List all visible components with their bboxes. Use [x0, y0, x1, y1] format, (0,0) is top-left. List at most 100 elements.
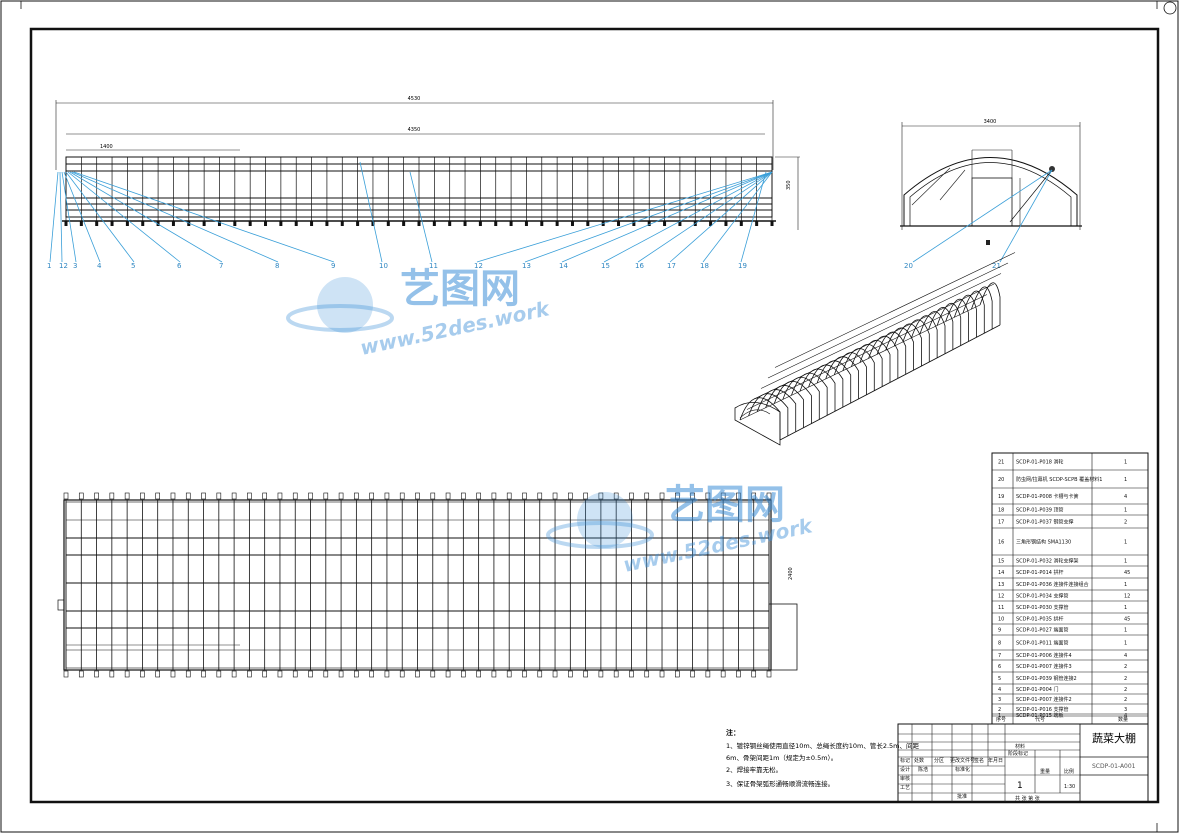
bom-code: SCDP-01-P007 连接件2	[1016, 696, 1072, 703]
callout-13: 13	[522, 262, 531, 270]
bom-code: SCDP-01-P030 支撑管	[1016, 604, 1069, 611]
tb-design: 设计	[900, 766, 910, 773]
plan-view: 2400	[57, 492, 798, 678]
dim-overall: 4530	[408, 96, 421, 102]
bom-code: SCDP-01-P037 钢管支撑	[1016, 519, 1074, 526]
isometric-view	[734, 252, 1016, 446]
bom-code: SCDP-01-P015 端板	[1016, 712, 1064, 719]
callout-4: 4	[97, 262, 102, 270]
bom-no: 3	[998, 697, 1001, 703]
watermark-brand-2: 艺图网	[665, 482, 785, 528]
bom-qty: 3	[1124, 707, 1127, 713]
bom-code: SCDP-01-P035 拱杆	[1016, 616, 1064, 623]
callout-12: 12	[474, 262, 483, 270]
bom-qty: 2	[1124, 664, 1127, 670]
bom-no: 4	[998, 687, 1001, 693]
bom-no: 1	[998, 713, 1001, 719]
tb-row-mark: 标记	[900, 757, 910, 764]
bom-code: SCDP-01-P034 支撑管	[1016, 593, 1069, 600]
drawing-code: SCDP-01-A001	[1092, 763, 1136, 770]
bom-code: SCDP-01-P004 门	[1016, 686, 1059, 693]
bom-code: SCDP-01-P036 连接件连接组合	[1016, 581, 1089, 588]
callout-16: 16	[635, 262, 644, 270]
bom-no: 15	[998, 559, 1004, 565]
bom-no: 20	[998, 477, 1004, 483]
sheet-border-inner	[29, 27, 1160, 804]
bom-no: 21	[998, 460, 1004, 466]
tb-row-sign: 签名	[974, 757, 984, 764]
notes: 注： 1、镀锌钢丝绳使用直径10m、总绳长度约10m、管长2.5m、间距 6m、…	[726, 728, 920, 788]
bom-qty: 2	[1124, 520, 1127, 526]
tb-row-date: 年月日	[988, 757, 1003, 764]
drawing-title: 蔬菜大棚	[1092, 731, 1136, 745]
notes-line-2: 6m、骨架间距1m（规定为±0.5m）。	[726, 753, 837, 762]
tb-material: 材料	[1015, 743, 1025, 750]
callout-21: 21	[992, 262, 1001, 270]
bom-qty: 45	[1124, 617, 1130, 623]
bom-no: 6	[998, 664, 1001, 670]
bom-code: SCDP-01-P016 支撑管	[1016, 706, 1069, 713]
callout-15: 15	[601, 262, 610, 270]
tb-row-change: 更改文件号	[950, 757, 975, 764]
tb-approve: 批准	[957, 793, 967, 800]
notes-heading: 注：	[726, 728, 740, 737]
bom-no: 11	[998, 605, 1004, 611]
callout-3: 3	[73, 262, 77, 270]
bom-no: 19	[998, 494, 1004, 500]
dim-span-left: 1400	[100, 144, 113, 150]
callout-2: 12	[59, 262, 68, 270]
bom-qty: 2	[1124, 697, 1127, 703]
bom-qty: 4	[1124, 713, 1127, 719]
bom-qty: 45	[1124, 570, 1130, 576]
bom-qty: 1	[1124, 559, 1127, 565]
tb-weight: 重量	[1040, 768, 1050, 775]
bom-qty: 1	[1124, 540, 1127, 546]
callout-20: 20	[904, 262, 913, 270]
bom-code: SCDP-01-P039 钢管连接2	[1016, 675, 1077, 682]
bom-code: SCDP-01-P014 拱杆	[1016, 569, 1064, 576]
tb-check: 审核	[900, 775, 910, 782]
tb-scale-label: 比例	[1064, 768, 1074, 775]
bom-code: SCDP-01-P027 端面管	[1016, 627, 1069, 634]
tb-qty: 1	[1017, 781, 1023, 791]
callout-6: 6	[177, 262, 182, 270]
bom-qty: 1	[1124, 460, 1127, 466]
callout-18: 18	[700, 262, 709, 270]
bom-no: 7	[998, 653, 1001, 659]
bom-code: 三角形钢结构 SMA1130	[1016, 539, 1071, 546]
bom-qty: 1	[1124, 641, 1127, 647]
bom-qty: 1	[1124, 508, 1127, 514]
bom-no: 10	[998, 617, 1004, 623]
notes-line-1: 1、镀锌钢丝绳使用直径10m、总绳长度约10m、管长2.5m、间距	[726, 741, 920, 750]
title-block: 标记 处数 分区 更改文件号 签名 年月日 设计 陈浩 标准化 审核 批准 工艺…	[897, 723, 1149, 803]
tb-process: 工艺	[900, 785, 910, 791]
bom-no: 8	[998, 641, 1001, 647]
tb-row-count: 处数	[914, 757, 924, 764]
tb-scale: 1:30	[1064, 784, 1075, 790]
bom-no: 14	[998, 570, 1004, 576]
bom-code: SCDP-01-P008 卡槽与卡簧	[1016, 493, 1079, 500]
bom-code: SCDP-01-P011 端面管	[1016, 640, 1069, 647]
bom-no: 9	[998, 628, 1001, 634]
tb-std: 标准化	[955, 766, 970, 773]
bom-qty: 4	[1124, 494, 1127, 500]
bom-no: 17	[998, 520, 1004, 526]
tb-row-zone: 分区	[934, 757, 944, 764]
callout-17: 17	[667, 262, 676, 270]
bom-qty: 2	[1124, 676, 1127, 682]
callout-1: 1	[47, 262, 51, 270]
notes-line-4: 3、保证骨架弧形通畅顺滑流畅连接。	[726, 779, 834, 788]
tb-stage: 阶段标记	[1008, 750, 1028, 757]
bom-code: SCDP-01-P032 滑轮支撑架	[1016, 558, 1079, 565]
bom-qty: 12	[1124, 594, 1130, 600]
bom-code: 防虫网/拉幕机 SCDP-SCPB 覆盖材料1	[1016, 476, 1102, 483]
notes-line-3: 2、焊接牢靠无松。	[726, 765, 782, 774]
callout-14: 14	[559, 262, 568, 270]
callout-7: 7	[219, 262, 223, 270]
tb-sheet: 共 张 第 张	[1015, 795, 1040, 802]
bom-no: 16	[998, 540, 1004, 546]
bom-qty: 2	[1124, 687, 1127, 693]
